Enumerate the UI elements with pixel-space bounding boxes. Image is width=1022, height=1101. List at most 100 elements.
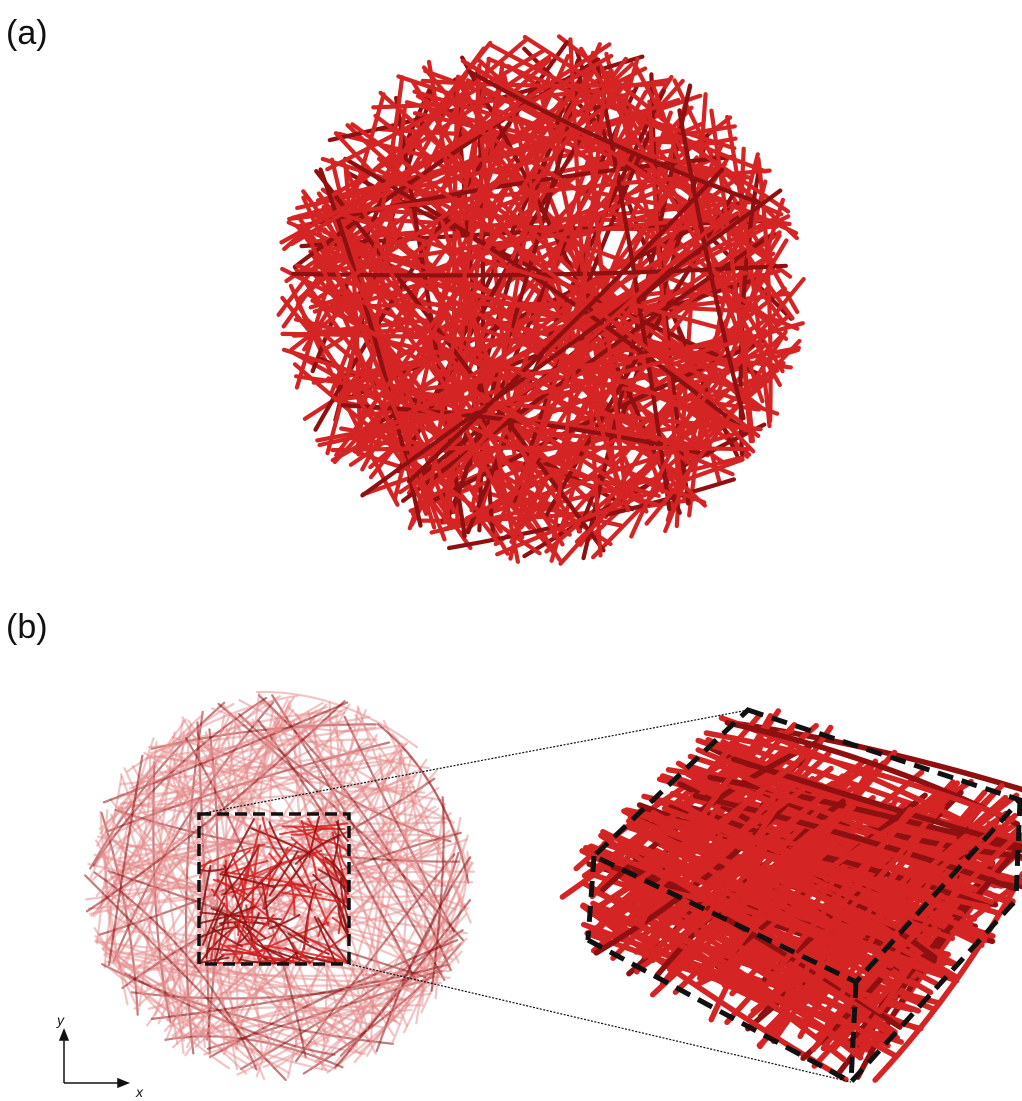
- fiber: [199, 868, 225, 872]
- fiber: [205, 902, 226, 959]
- fiber: [210, 907, 267, 939]
- fiber: [819, 812, 1018, 1019]
- fiber-network-zoomed-cube: [559, 708, 1022, 1083]
- fiber: [415, 94, 779, 326]
- fiber: [324, 216, 457, 515]
- fiber: [375, 856, 472, 1053]
- fiber: [342, 162, 525, 540]
- axis-y-label: y: [57, 1012, 64, 1028]
- fiber: [199, 714, 226, 1049]
- fiber: [104, 809, 140, 1011]
- fiber: [88, 718, 187, 882]
- fiber: [268, 821, 311, 892]
- fiber: [420, 78, 666, 88]
- fiber: [467, 69, 761, 205]
- fiber: [335, 715, 396, 1022]
- fiber: [333, 332, 767, 402]
- fiber: [337, 886, 349, 935]
- fiber: [95, 938, 337, 1070]
- fiber: [460, 58, 793, 279]
- fiber: [294, 374, 763, 432]
- fiber: [703, 730, 1016, 823]
- fiber: [323, 202, 583, 534]
- fiber: [289, 53, 614, 247]
- fiber: [89, 740, 158, 883]
- fiber: [588, 843, 894, 969]
- fiber: [338, 843, 349, 870]
- zoom-line-top: [198, 709, 749, 815]
- fiber: [335, 821, 349, 842]
- fiber: [291, 263, 788, 278]
- fiber: [107, 754, 144, 967]
- fiber: [288, 878, 296, 917]
- fiber: [147, 984, 427, 1010]
- fiber: [608, 765, 834, 913]
- fiber: [330, 445, 751, 453]
- fiber: [93, 871, 258, 1071]
- fiber: [287, 168, 772, 221]
- fiber: [220, 883, 302, 896]
- fiber: [250, 827, 312, 855]
- fiber: [100, 852, 258, 1066]
- fiber: [95, 711, 346, 897]
- fiber: [406, 167, 725, 484]
- fiber: [339, 877, 349, 919]
- fiber: [592, 749, 812, 912]
- fiber: [219, 873, 275, 889]
- fiber: [257, 925, 453, 1062]
- fiber: [317, 917, 349, 964]
- fiber: [633, 809, 841, 974]
- fiber: [338, 211, 756, 340]
- fiber: [314, 54, 552, 208]
- fiber-network-projection: [84, 690, 475, 1081]
- fiber: [638, 737, 766, 929]
- fiber: [251, 845, 260, 926]
- fiber: [257, 719, 417, 982]
- fiber: [333, 301, 747, 314]
- fiber: [304, 290, 673, 497]
- fiber: [391, 834, 469, 1045]
- fiber: [551, 70, 609, 539]
- fiber: [154, 704, 292, 1016]
- fiber: [709, 108, 755, 444]
- fiber: [677, 108, 746, 421]
- fiber: [278, 891, 342, 903]
- fiber: [84, 874, 287, 1081]
- fiber: [647, 99, 681, 482]
- fiber: [382, 719, 472, 924]
- fiber: [164, 770, 436, 933]
- fiber: [308, 816, 321, 859]
- fiber: [247, 752, 397, 1059]
- fiber: [145, 726, 377, 760]
- fiber: [312, 873, 349, 910]
- axis-x-label: x: [136, 1084, 143, 1100]
- fiber: [209, 933, 217, 964]
- fiber: [172, 769, 438, 1049]
- fiber: [279, 42, 612, 245]
- fiber: [320, 840, 459, 1064]
- fiber: [489, 43, 768, 174]
- fiber: [169, 748, 226, 1051]
- fiber: [783, 780, 960, 976]
- fiber: [360, 188, 783, 498]
- fiber: [663, 197, 785, 534]
- fiber: [783, 806, 914, 1013]
- fiber: [629, 238, 789, 539]
- fiber: [255, 707, 360, 1078]
- fiber: [204, 730, 239, 1051]
- fiber: [324, 856, 349, 886]
- fiber: [376, 723, 470, 884]
- fiber: [337, 905, 349, 936]
- fiber: [438, 210, 729, 483]
- fiber: [261, 946, 312, 964]
- fiber: [313, 916, 337, 964]
- fiber: [308, 934, 349, 964]
- fiber: [241, 924, 277, 964]
- fiber: [310, 849, 349, 889]
- fiber: [104, 890, 363, 1041]
- fiber: [316, 191, 565, 547]
- fiber: [356, 705, 460, 964]
- fiber: [756, 156, 773, 424]
- fiber: [262, 943, 454, 1068]
